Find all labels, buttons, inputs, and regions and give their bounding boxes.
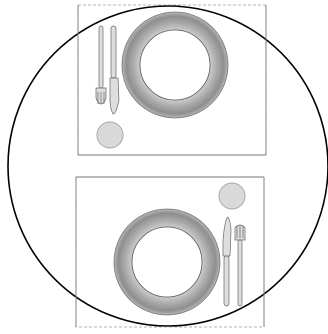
knife-top bbox=[110, 26, 119, 114]
knife-bottom bbox=[223, 217, 231, 306]
place-setting-bottom bbox=[76, 177, 264, 327]
fork-bottom bbox=[235, 225, 245, 306]
bread-plate-bottom bbox=[219, 183, 245, 209]
place-setting-top bbox=[78, 5, 266, 155]
dinner-plate-bottom bbox=[114, 209, 220, 315]
fork-top bbox=[96, 26, 106, 104]
dinner-plate-top bbox=[122, 12, 228, 118]
bread-plate-top bbox=[97, 122, 123, 148]
